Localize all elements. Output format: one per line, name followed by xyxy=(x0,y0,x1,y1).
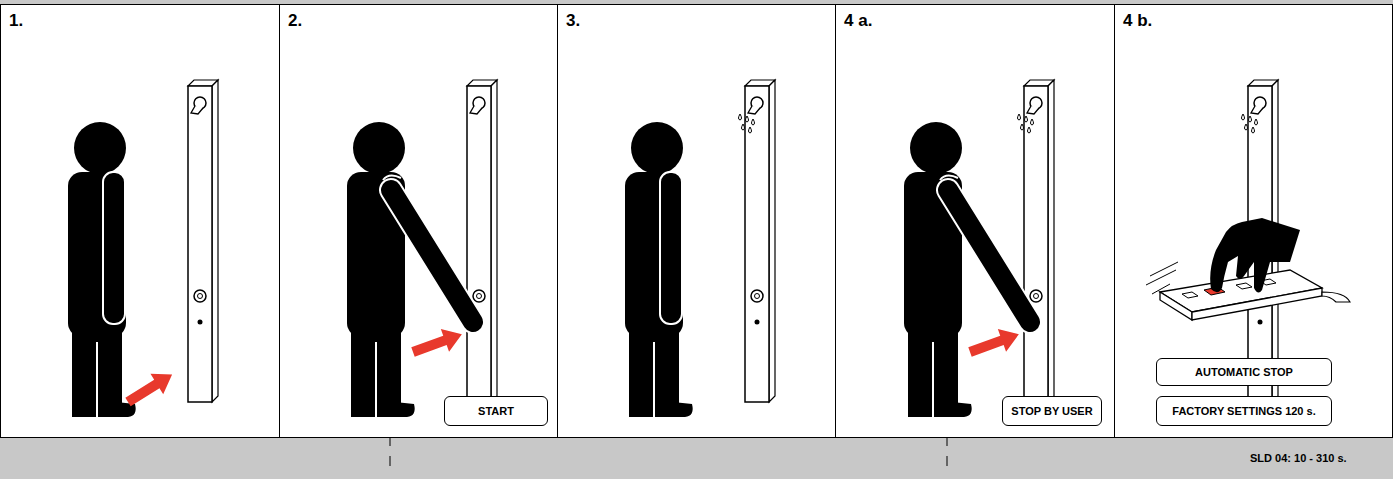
label-box: FACTORY SETTINGS 120 s. xyxy=(1156,396,1332,426)
power-strip xyxy=(1146,262,1350,320)
range-note: SLD 04: 10 - 310 s. xyxy=(1250,452,1347,464)
step-number: 4 b. xyxy=(1123,11,1152,31)
hand xyxy=(1210,218,1300,293)
step-panel: 3. xyxy=(557,4,836,438)
label-box: AUTOMATIC STOP xyxy=(1156,358,1332,386)
step-panel: 1. xyxy=(0,4,280,438)
label-box: STOP BY USER xyxy=(1002,396,1102,426)
box-text: AUTOMATIC STOP xyxy=(1195,366,1293,378)
step-panel: 2. START xyxy=(279,4,558,438)
step-number: 3. xyxy=(566,11,580,31)
step-panel: 4 a. STOP BY USER xyxy=(835,4,1115,438)
box-text: FACTORY SETTINGS 120 s. xyxy=(1172,405,1315,417)
step-number: 4 a. xyxy=(844,11,872,31)
step-panel: 4 b. AUTOMATIC STOP FACTORY SETTINGS 120 s… xyxy=(1114,4,1393,438)
step-number: 2. xyxy=(288,11,302,31)
box-text: START xyxy=(478,405,514,417)
step-number: 1. xyxy=(9,11,23,31)
box-text: STOP BY USER xyxy=(1011,405,1092,417)
label-box: START xyxy=(444,396,548,426)
